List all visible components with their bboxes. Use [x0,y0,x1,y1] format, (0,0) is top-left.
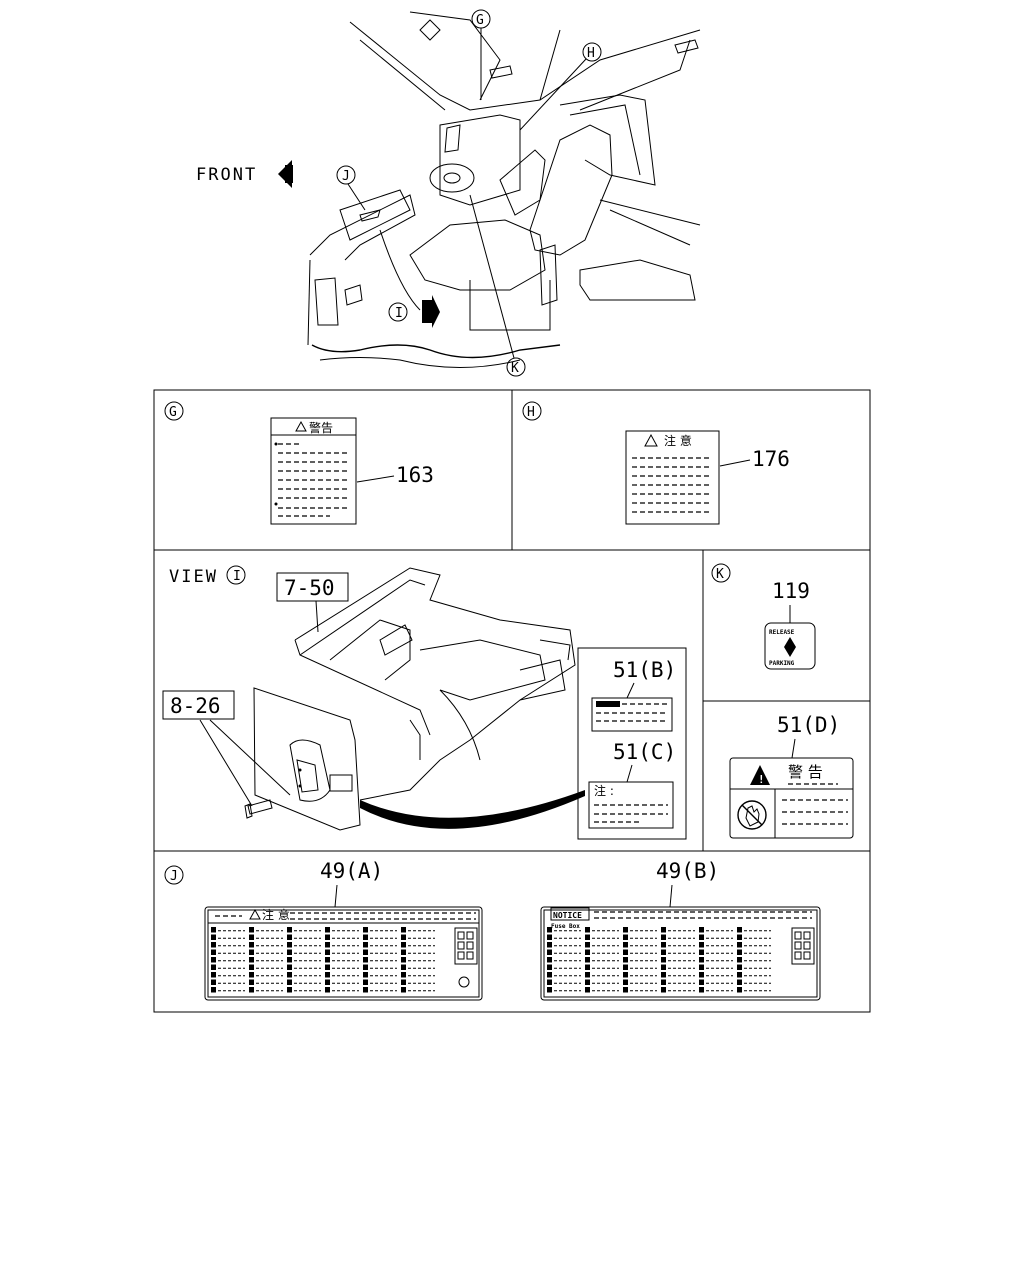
warning-label-51d [729,757,854,839]
svg-text:G: G [169,405,177,420]
svg-text:NOTICE: NOTICE [553,911,582,920]
svg-text:I: I [395,306,403,321]
svg-text:RELEASE: RELEASE [769,629,795,636]
ref-box-8-26 [162,690,235,720]
part-number-49a: 49(A) [320,859,383,883]
svg-text:注 意: 注 意 [262,907,290,922]
part-number-49b: 49(B) [656,859,719,883]
double-arrow-icon [784,637,796,657]
part-number-51d: 51(D) [777,713,840,737]
svg-text:G: G [476,13,484,28]
svg-text:7-50: 7-50 [284,576,335,600]
warning-triangle-icon [295,420,307,432]
fuse-holder-49a [454,927,478,965]
svg-text:H: H [587,46,595,61]
no-touch-icon [737,800,767,830]
svg-text:J: J [342,169,350,184]
panel-grid [153,389,871,1013]
callout-k: K [469,194,526,377]
svg-text:J: J [170,869,178,884]
part-number-51b: 51(B) [613,658,676,682]
floor-panel-assembly [244,567,585,831]
panel-51d: 51(D) ! 警 告 [729,713,854,839]
svg-text:注 :: 注 : [594,783,614,798]
svg-text:K: K [716,567,724,582]
fuse-holder-49b [791,927,815,965]
panel-k: K 119 RELEASE PARKING [711,563,816,670]
view-arrow-icon [422,295,440,328]
svg-text:警 告: 警 告 [788,763,823,781]
panel-i: VIEW I 7-50 8-26 [162,565,687,840]
inset-labels-box [577,647,687,840]
callout-j: J [336,165,366,211]
svg-text:PARKING: PARKING [769,660,795,667]
svg-text:警告: 警告 [309,420,333,435]
part-number-51c: 51(C) [613,740,676,764]
part-number-176: 176 [752,447,790,471]
fuse-label-49b [540,906,821,1001]
svg-text:Fuse Box: Fuse Box [551,923,580,930]
front-label: FRONT [196,165,257,185]
cab-interior-illustration [307,11,701,368]
svg-text:H: H [527,405,535,420]
part-number-163: 163 [396,463,434,487]
mounting-hole-icon [458,976,470,988]
callout-g: G [471,9,491,100]
panel-j: J 49(A) 注 意 49(B) NOTICE Fuse Box [164,859,821,1001]
callout-h: H [519,42,602,131]
label-51c [588,781,674,829]
svg-text:!: ! [758,773,765,786]
svg-text:VIEW: VIEW [169,567,218,587]
svg-text:8-26: 8-26 [170,694,221,718]
ref-box-7-50 [276,572,349,602]
label-51b [591,697,673,732]
warning-triangle-icon [750,765,770,785]
caution-triangle-icon [644,433,658,447]
svg-text:K: K [511,361,519,376]
warning-label-163 [270,417,357,525]
parking-brake-label [764,622,816,670]
callout-i: I [388,302,408,322]
fuse-grid-49b [547,927,771,993]
caution-label-176 [625,430,720,525]
fuse-grid-49a [211,927,435,993]
part-number-119: 119 [772,579,810,603]
svg-text:I: I [233,569,241,584]
svg-text:注 意: 注 意 [664,433,692,448]
fuse-label-49a [204,906,483,1001]
panel-h: H 注 意 176 [522,401,790,525]
panel-g: G 警告 163 [164,401,434,525]
